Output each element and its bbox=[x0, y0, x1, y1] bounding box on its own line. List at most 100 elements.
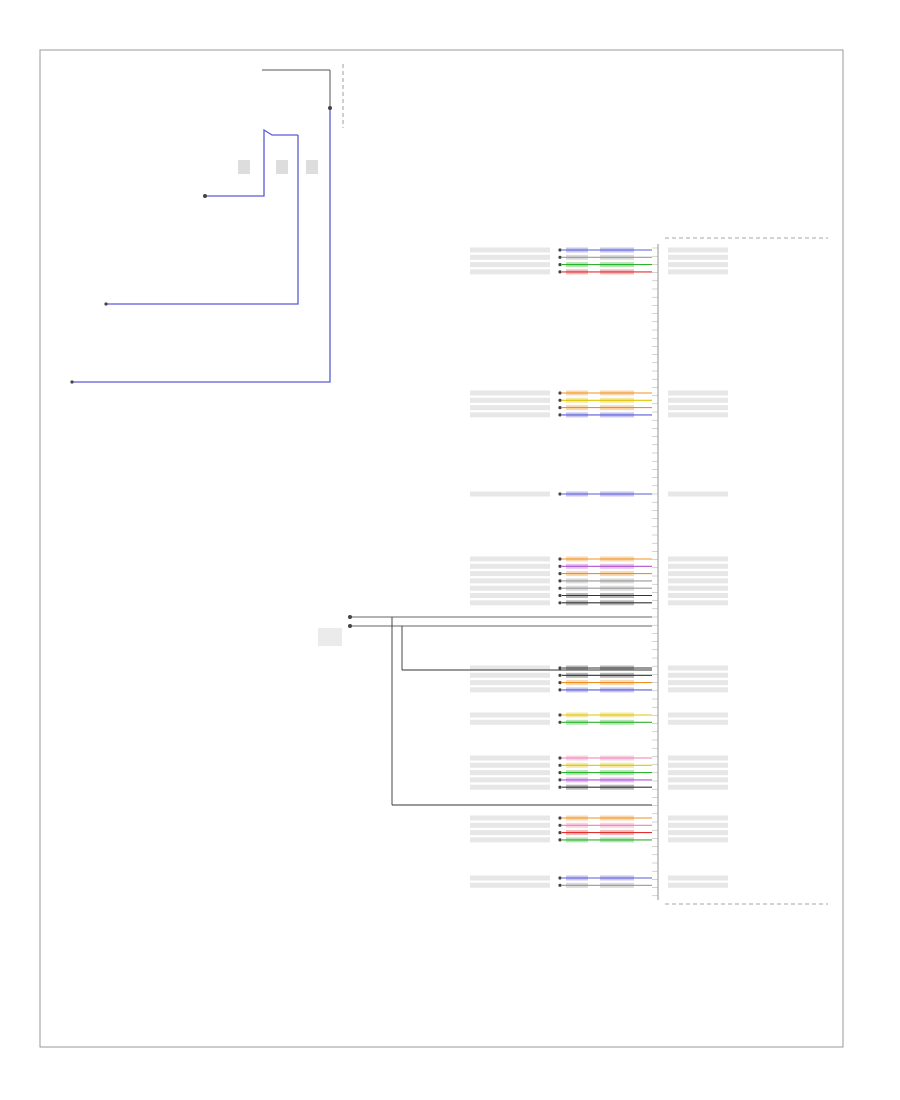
pin-function-stub bbox=[668, 837, 728, 843]
connector-row bbox=[470, 269, 728, 275]
circuit-label-stub bbox=[470, 593, 550, 598]
blue-wire-3 bbox=[72, 108, 331, 383]
pin-function-stub bbox=[668, 390, 728, 396]
wire-id-stub bbox=[566, 784, 588, 790]
wire-color-stub bbox=[600, 784, 634, 790]
circuit-label-stub bbox=[470, 585, 550, 591]
wire-color-stub bbox=[600, 830, 634, 836]
pin-function-stub bbox=[668, 556, 728, 562]
circuit-label-stub bbox=[470, 269, 550, 275]
wire-color-stub bbox=[600, 491, 634, 497]
pin-function-stub bbox=[668, 412, 728, 418]
wire-color-stub bbox=[600, 600, 634, 606]
wire-id-stub bbox=[566, 247, 588, 253]
connector-pin-dot bbox=[558, 557, 562, 561]
connector-pin-dot bbox=[558, 492, 562, 496]
connector-pin-dot bbox=[558, 756, 562, 760]
wire-id-stub bbox=[566, 770, 588, 776]
connector-pin-dot bbox=[558, 248, 562, 252]
wire-id-stub bbox=[566, 405, 588, 411]
circuit-label-stub bbox=[470, 762, 550, 768]
pin-function-stub bbox=[668, 687, 728, 693]
connector-row bbox=[470, 719, 728, 725]
connector-pin-dot bbox=[558, 255, 562, 259]
connector-row bbox=[470, 875, 728, 881]
wire-color-stub bbox=[600, 665, 634, 671]
circuit-label-stub bbox=[470, 672, 550, 678]
connector-row bbox=[470, 837, 728, 843]
connector-pin-dot bbox=[558, 771, 562, 775]
connector-pin-dot bbox=[558, 666, 562, 670]
wire-color-stub bbox=[600, 269, 634, 275]
connector-pin-dot bbox=[70, 380, 74, 384]
wire-id-stub bbox=[566, 719, 588, 725]
wire-color-stub bbox=[600, 882, 634, 888]
pin-function-stub bbox=[668, 830, 728, 836]
wire-color-stub bbox=[600, 412, 634, 418]
connector-row bbox=[470, 563, 728, 569]
connector-row bbox=[470, 687, 728, 693]
pin-function-stub bbox=[668, 755, 728, 761]
connector-pin-dot bbox=[558, 785, 562, 789]
connector-row bbox=[470, 578, 728, 584]
circuit-label-stub bbox=[470, 815, 550, 821]
pin-function-stub bbox=[668, 762, 728, 768]
wire-color-stub bbox=[600, 755, 634, 761]
pin-function-stub bbox=[668, 593, 728, 598]
wire-color-stub bbox=[600, 837, 634, 843]
wire-id-stub bbox=[566, 578, 588, 584]
connector-pin-dot bbox=[558, 391, 562, 395]
connector-row bbox=[470, 784, 728, 790]
connector-pin-dot bbox=[558, 586, 562, 590]
pin-function-stub bbox=[668, 247, 728, 253]
wire-id-stub bbox=[566, 762, 588, 768]
connector-row bbox=[470, 672, 728, 678]
connector-row bbox=[470, 247, 728, 253]
ground-splice bbox=[318, 615, 652, 806]
connector-row bbox=[470, 822, 728, 828]
wire-id-stub bbox=[566, 680, 588, 686]
pin-function-stub bbox=[668, 770, 728, 776]
wire-color-stub bbox=[600, 262, 634, 268]
wire-color-stub bbox=[600, 563, 634, 569]
circuit-label-stub bbox=[470, 719, 550, 725]
circuit-label-stub bbox=[470, 397, 550, 403]
wire-color-stub bbox=[600, 680, 634, 686]
pin-function-stub bbox=[668, 672, 728, 678]
pin-function-stub bbox=[668, 815, 728, 821]
connector-group-g7 bbox=[470, 755, 728, 790]
connector-pin-dot bbox=[558, 838, 562, 842]
connector-row bbox=[470, 882, 728, 888]
circuit-label-stub bbox=[470, 837, 550, 843]
pin-function-stub bbox=[668, 585, 728, 591]
wire-id-stub bbox=[566, 687, 588, 693]
wire-id-stub bbox=[566, 830, 588, 836]
wire-id-stub bbox=[566, 755, 588, 761]
connector-row bbox=[470, 585, 728, 591]
connector-row bbox=[470, 777, 728, 783]
connector-row bbox=[470, 815, 728, 821]
connector-row bbox=[470, 770, 728, 776]
wire-label-stub bbox=[306, 160, 318, 174]
wire-id-stub bbox=[566, 563, 588, 569]
connector-group-g6 bbox=[470, 712, 728, 725]
connector-pin-dot bbox=[328, 106, 332, 110]
circuit-label-stub bbox=[470, 247, 550, 253]
connector-row bbox=[470, 556, 728, 562]
connector-pin-dot bbox=[203, 194, 207, 198]
connector-row bbox=[470, 762, 728, 768]
connector-pin-dot bbox=[558, 720, 562, 724]
wire-color-stub bbox=[600, 397, 634, 403]
wire-id-stub bbox=[566, 556, 588, 562]
connector-pin-dot bbox=[558, 270, 562, 274]
wire-color-stub bbox=[600, 585, 634, 591]
pin-function-stub bbox=[668, 262, 728, 268]
wire-color-stub bbox=[600, 578, 634, 584]
wire-id-stub bbox=[566, 600, 588, 606]
connector-group-g5 bbox=[470, 665, 728, 693]
wire-id-stub bbox=[566, 491, 588, 497]
pin-function-stub bbox=[668, 397, 728, 403]
connector-pin-dot bbox=[558, 831, 562, 835]
connector-pin-dot bbox=[558, 816, 562, 820]
pin-function-stub bbox=[668, 882, 728, 888]
